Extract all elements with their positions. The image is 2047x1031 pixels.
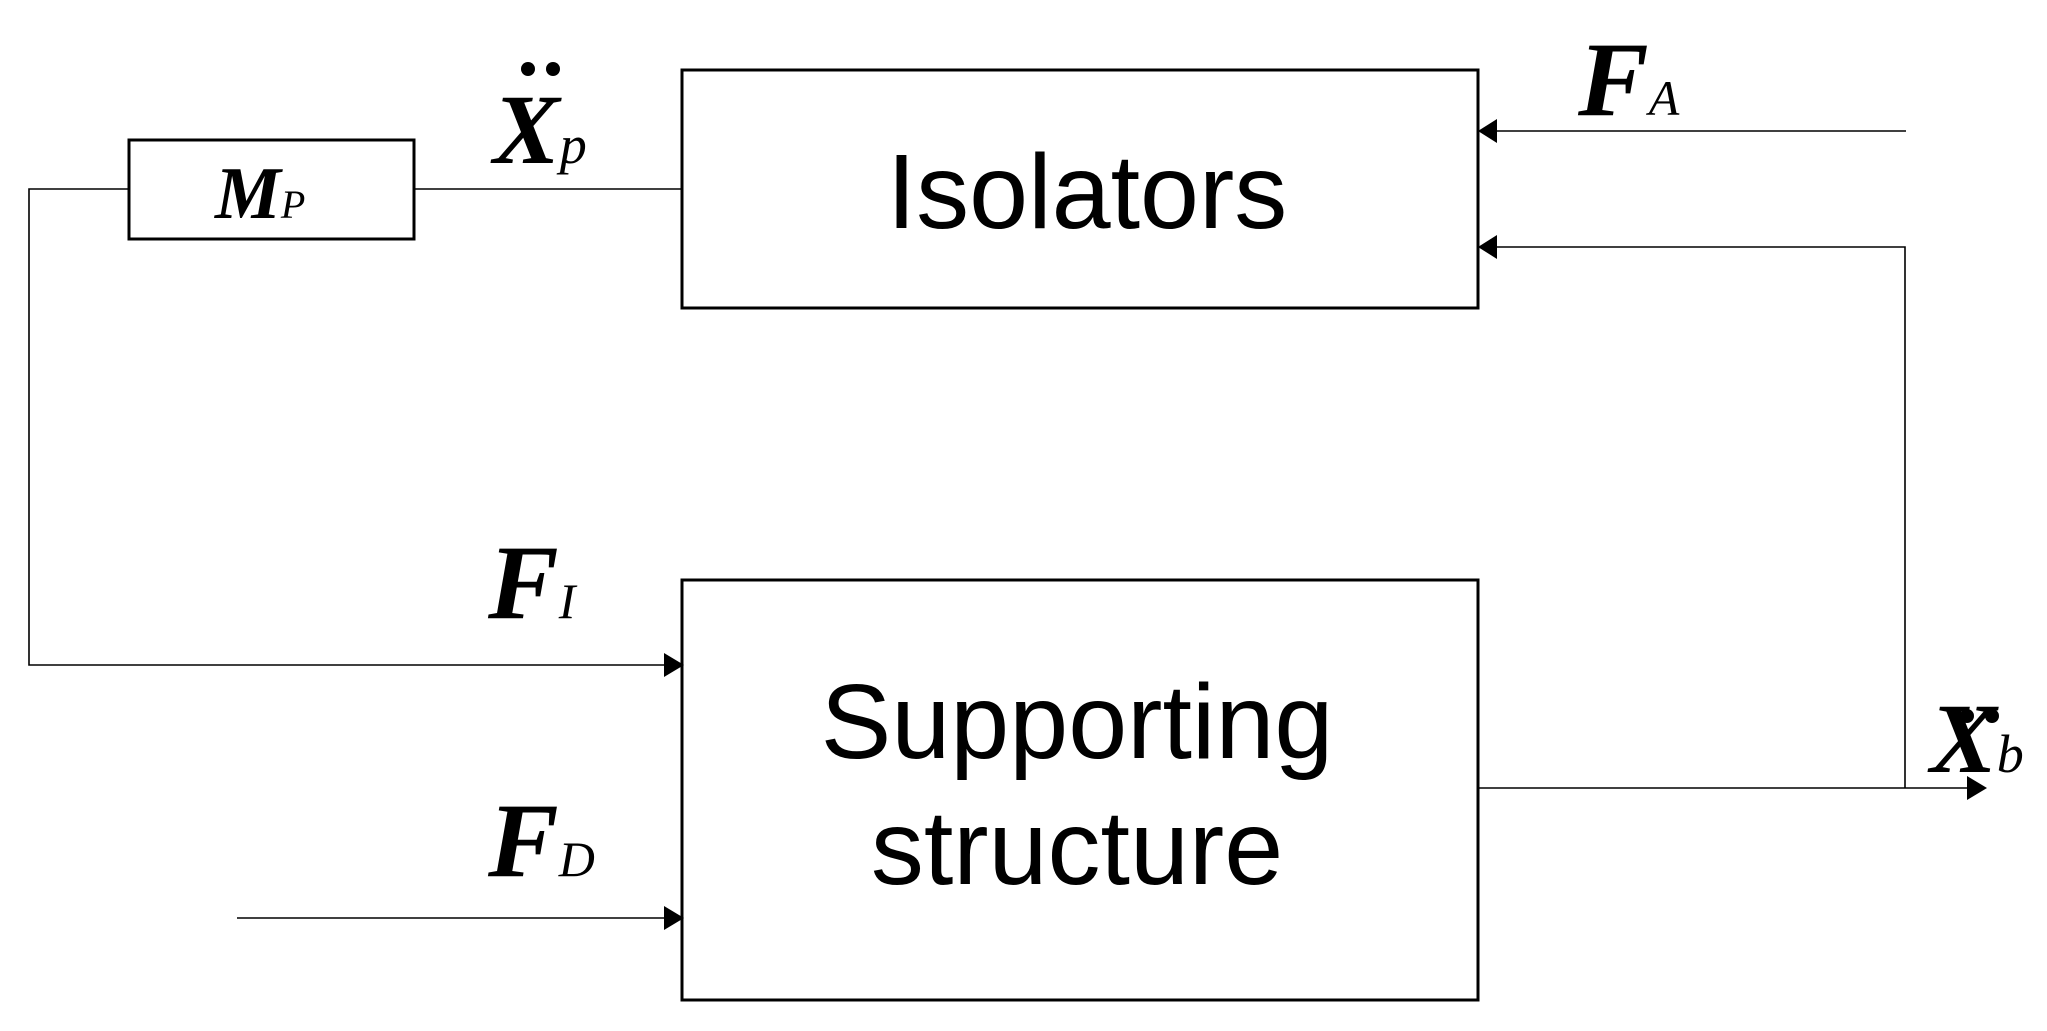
signal-payload-acceleration: Xp <box>490 62 587 185</box>
supporting-structure-block <box>680 578 1480 1002</box>
supporting-structure-label-line2: structure <box>871 789 1283 907</box>
signal-xp-symbol: X <box>490 74 562 185</box>
arrowhead-xb-feedback <box>1478 235 1497 259</box>
signal-fi-subscript: I <box>558 573 578 629</box>
signal-xb-symbol: X <box>1927 683 1999 794</box>
wire-mass-to-structure <box>28 188 664 666</box>
supporting-structure-label-line1: Supporting <box>821 663 1334 781</box>
double-dot-left <box>521 62 535 76</box>
signal-base-acceleration: Xb <box>1927 683 2024 794</box>
arrowhead-xb <box>1967 776 1987 800</box>
svg-text:Xb: Xb <box>1927 683 2024 794</box>
signal-fd-symbol: F <box>487 782 559 899</box>
payload-mass-block <box>127 138 416 241</box>
double-dot-right <box>1985 709 1999 723</box>
svg-text:Xp: Xp <box>490 74 587 185</box>
signal-fd-subscript: D <box>558 831 595 887</box>
signal-isolator-force: FI <box>487 524 578 641</box>
signal-xp-subscript: p <box>556 115 587 175</box>
payload-mass-subscript: P <box>280 182 305 227</box>
isolators-label: Isolators <box>887 133 1288 251</box>
signal-fi-symbol: F <box>487 524 559 641</box>
payload-mass-label: MP <box>214 153 305 235</box>
signal-xb-subscript: b <box>1997 724 2024 784</box>
isolators-block <box>680 68 1480 310</box>
payload-mass-symbol: M <box>214 153 283 235</box>
svg-text:FA: FA <box>1577 21 1680 138</box>
double-dot-right <box>546 62 560 76</box>
wire-xb-feedback <box>1497 246 1906 788</box>
signal-fa-subscript: A <box>1646 70 1680 126</box>
signal-actuator-force: FA <box>1577 21 1680 138</box>
signal-disturbance-force: FD <box>487 782 595 899</box>
svg-text:FI: FI <box>487 524 578 641</box>
double-dot-left <box>1960 709 1974 723</box>
svg-text:FD: FD <box>487 782 595 899</box>
arrowhead-fd <box>664 906 684 930</box>
arrowhead-fa <box>1478 119 1497 143</box>
arrowhead-fi <box>664 653 684 677</box>
signal-fa-symbol: F <box>1577 21 1649 138</box>
